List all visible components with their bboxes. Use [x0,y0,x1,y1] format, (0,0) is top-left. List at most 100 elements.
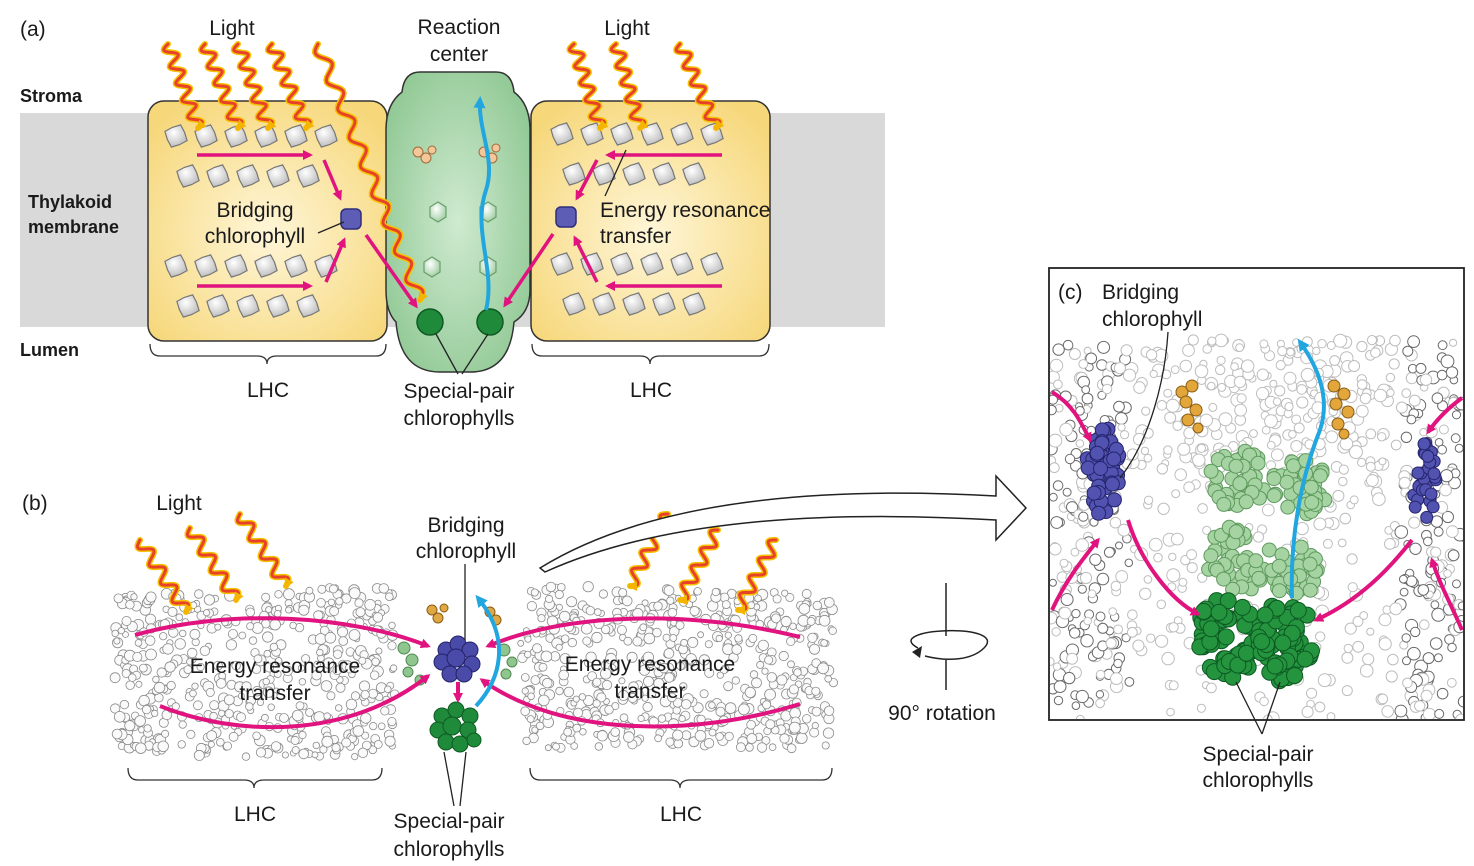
atom [587,671,597,681]
atom [1113,400,1125,413]
atom [601,624,611,635]
atom [552,742,560,751]
atom [167,606,178,617]
atom [1109,516,1122,529]
atom [354,598,364,608]
atom [1170,365,1180,375]
atom [806,617,816,626]
atom [1266,471,1282,487]
atom [1053,680,1067,693]
atom [555,643,563,651]
atom [355,607,366,618]
atom [1195,602,1213,620]
light-wave-core [199,42,247,131]
atom [1145,349,1158,361]
atom [1352,615,1364,627]
atom [1196,703,1207,713]
atom [1053,695,1064,706]
atom [530,675,541,685]
atom [1280,499,1296,515]
light-wave-core [735,538,778,615]
atom [248,636,258,645]
atom [265,606,273,614]
atom [823,705,835,717]
atom [708,728,717,737]
atom [1272,397,1282,406]
atom [1444,634,1455,645]
atom [145,648,157,661]
carotenoids-c [1175,379,1355,440]
atom [1236,393,1247,404]
atom [778,650,789,662]
atom [666,596,675,605]
rc-carotenoid-right [478,143,501,164]
atom [681,699,692,710]
special-pair-chlorophylls-a [416,308,504,336]
atom [1234,598,1251,616]
atom [623,636,633,646]
atom [223,694,235,706]
atom [1178,577,1188,587]
atom [1283,371,1297,385]
atom [273,670,282,678]
atom [1143,453,1153,463]
atom [1120,344,1133,357]
atom [664,672,675,683]
atom [1079,571,1093,585]
atom [281,751,289,759]
energy-transfer-arrows-left [197,150,418,309]
atom [593,608,602,616]
atom [1339,512,1352,525]
atom [1228,458,1244,474]
atom [1064,453,1076,465]
atom [1390,439,1402,451]
atom [348,629,361,641]
chlorophyll-molecule [176,164,200,188]
atom [596,730,608,742]
atom [1449,338,1458,347]
atom [578,693,587,701]
atom [1362,653,1375,666]
atom [738,703,750,716]
atom [724,702,737,714]
rotation-label: 90° rotation [888,702,996,725]
atom [1312,346,1321,356]
atom [1164,411,1177,424]
atom [145,591,157,603]
atom [1097,390,1107,400]
atom [572,695,580,703]
special-pair-label-b-1: Special-pair [394,810,505,833]
atom [1293,539,1309,555]
atom [627,693,638,704]
atom [144,613,157,625]
atom [1171,489,1181,499]
atom [1167,582,1177,592]
atom [245,607,256,618]
atom [246,622,255,631]
atom [194,589,204,599]
atom [1182,344,1195,357]
atom [1183,427,1196,440]
atom [1199,413,1214,427]
atom [823,597,835,608]
atom [1430,546,1442,558]
atom [1359,611,1369,620]
atom [1075,689,1089,704]
atom [1106,451,1122,467]
atom [1085,352,1098,365]
atom [621,595,633,607]
atom [1415,362,1427,374]
chlorophyll-molecule [284,254,308,278]
atom [214,623,222,631]
atom [530,588,539,597]
atom [1401,388,1412,399]
atom [772,594,782,604]
reaction-center-label-2: center [430,43,488,66]
atom [1050,516,1064,529]
atom [135,680,143,688]
atom [1192,453,1206,467]
atom [663,648,675,659]
atom [1325,430,1339,444]
atom [746,733,758,744]
special-pair-label-c-1: Special-pair [1203,743,1314,766]
